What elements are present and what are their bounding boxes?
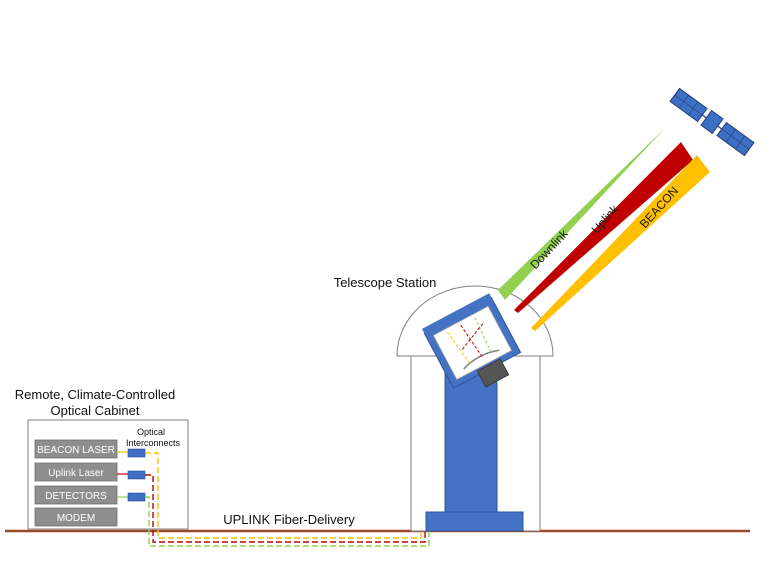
satellite-body xyxy=(700,109,724,135)
connector-uplink xyxy=(127,470,146,480)
connector-beacon xyxy=(127,448,146,458)
panel-strut-right xyxy=(717,125,723,130)
downlink-beam xyxy=(498,128,665,300)
optical-cabinet: Remote, Climate-Controlled Optical Cabin… xyxy=(15,387,189,530)
receiver-block xyxy=(476,358,510,388)
beacon-laser-label: BEACON LASER xyxy=(37,445,115,456)
interconnects-label-line2: Interconnects xyxy=(126,438,181,448)
satellite-icon xyxy=(669,87,755,157)
optical-path-3 xyxy=(474,317,492,353)
cabinet-title-line2: Optical Cabinet xyxy=(51,403,140,418)
telescope-station: Telescope Station xyxy=(334,275,554,532)
telescope-tube xyxy=(422,293,522,389)
cabinet-title-line1: Remote, Climate-Controlled xyxy=(15,387,175,402)
pier-base xyxy=(425,511,524,532)
panel-grid-left-3 xyxy=(674,94,703,116)
fiber-green xyxy=(145,375,515,547)
connector-detectors xyxy=(127,492,146,502)
primary-mirror xyxy=(463,349,500,370)
modem-label: MODEM xyxy=(57,513,95,524)
modem-module xyxy=(34,507,118,527)
uplink-laser-module xyxy=(34,462,118,482)
detectors-label: DETECTORS xyxy=(45,491,107,502)
detectors-module xyxy=(34,485,118,505)
panel-strut-left xyxy=(701,114,707,119)
fiber-delivery-label: UPLINK Fiber-Delivery xyxy=(223,512,355,527)
telescope-station-label: Telescope Station xyxy=(334,275,437,290)
uplink-laser-label: Uplink Laser xyxy=(48,468,104,479)
optical-path-1 xyxy=(447,332,471,364)
optical-path-2 xyxy=(460,325,483,358)
panel-grid-right-3 xyxy=(721,128,750,150)
interconnects-label-line1: Optical xyxy=(137,427,165,437)
optical-path-4 xyxy=(461,321,485,350)
beacon-beam xyxy=(531,155,710,331)
uplink-beam xyxy=(514,142,693,313)
beacon-laser-module xyxy=(34,439,118,459)
optical-beams: Downlink Uplink BEACON xyxy=(498,128,710,331)
telescope-aperture xyxy=(422,293,492,335)
telescope-pier xyxy=(444,368,498,513)
